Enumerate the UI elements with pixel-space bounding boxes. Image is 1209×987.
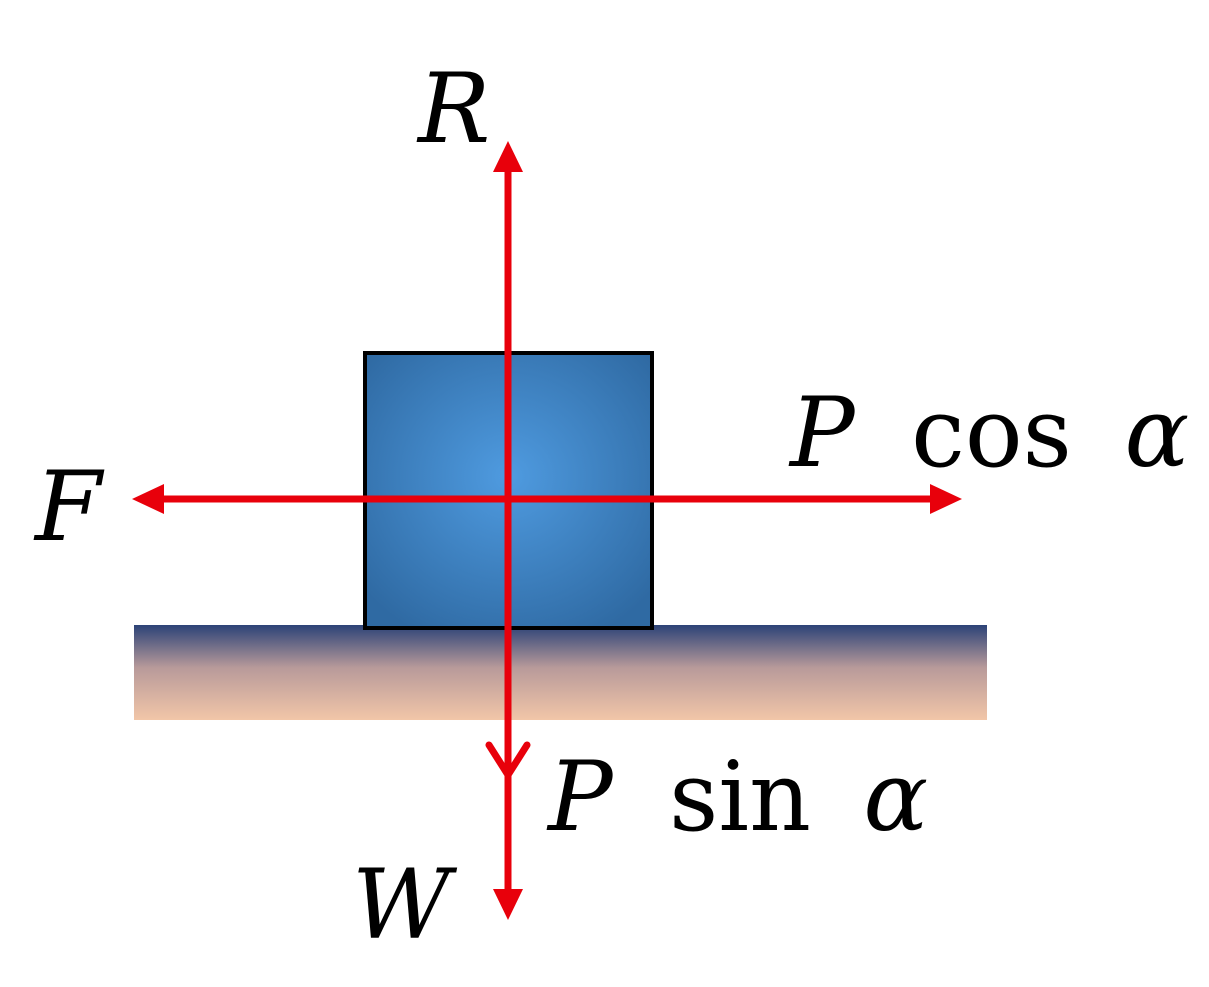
friction-arrowhead xyxy=(132,484,164,514)
label-p-cos-alpha: P cos α xyxy=(788,377,1189,489)
label-p-cos-angle: α xyxy=(1124,377,1189,489)
label-p-cos-fn: cos xyxy=(911,377,1072,489)
label-p-sin-fn: sin xyxy=(669,741,811,853)
label-r: R xyxy=(416,53,490,165)
weight-arrowhead xyxy=(493,889,523,920)
reaction-arrowhead xyxy=(493,141,523,172)
label-f: F xyxy=(33,451,105,563)
label-p-sin-angle: α xyxy=(863,741,928,853)
label-p-sin-alpha: P sin α xyxy=(546,741,928,853)
ground-surface xyxy=(134,625,987,720)
p-sin-arrowhead xyxy=(485,741,531,782)
label-w: W xyxy=(352,849,458,961)
label-p-sin-var: P xyxy=(546,741,614,853)
label-p-cos-var: P xyxy=(788,377,856,489)
p-cos-arrowhead xyxy=(930,484,962,514)
